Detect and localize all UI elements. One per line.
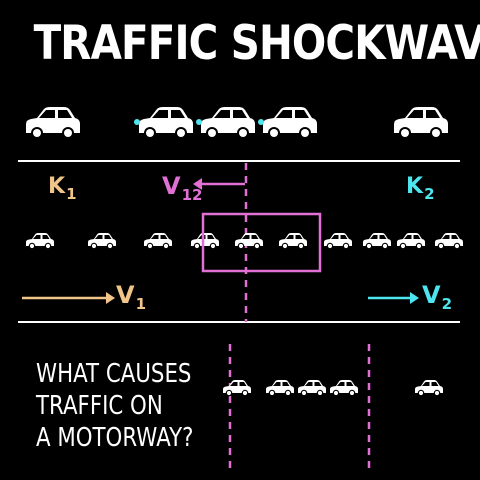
mid-car-9 xyxy=(397,233,425,250)
bottom-car-2 xyxy=(266,380,294,397)
k2-label: K2 xyxy=(406,174,435,203)
mid-car-2 xyxy=(88,233,116,250)
k1-label: K1 xyxy=(48,174,77,203)
mid-car-5 xyxy=(235,233,263,250)
brake-light xyxy=(258,119,264,125)
bottom-car-5 xyxy=(415,380,443,397)
v2-arrow xyxy=(368,292,419,304)
question-text: WHAT CAUSES TRAFFIC ON A MOTORWAY? xyxy=(36,358,193,454)
mid-car-10 xyxy=(435,233,463,250)
v12-arrow xyxy=(193,178,245,190)
top-car-2 xyxy=(139,107,193,139)
v1-arrow xyxy=(22,292,115,304)
top-car-4 xyxy=(263,107,317,139)
question-line-3: A MOTORWAY? xyxy=(36,423,194,453)
mid-car-6 xyxy=(279,233,307,250)
top-car-1 xyxy=(26,107,80,139)
mid-car-8 xyxy=(363,233,391,250)
mid-car-3 xyxy=(144,233,172,250)
shockwave-box xyxy=(201,212,322,273)
v12-label: V12 xyxy=(162,172,203,204)
question-line-1: WHAT CAUSES xyxy=(36,359,192,389)
bottom-car-3 xyxy=(298,380,326,397)
mid-car-1 xyxy=(26,233,54,250)
mid-car-7 xyxy=(324,233,352,250)
top-car-5 xyxy=(394,107,448,139)
brake-light xyxy=(134,119,140,125)
top-car-3 xyxy=(201,107,255,139)
bottom-car-1 xyxy=(223,380,251,397)
v2-label: V2 xyxy=(422,281,453,313)
v1-label: V1 xyxy=(116,281,147,313)
question-line-2: TRAFFIC ON xyxy=(36,391,163,421)
title: TRAFFIC SHOCKWAVES xyxy=(33,16,480,71)
bottom-car-4 xyxy=(330,380,358,397)
brake-light xyxy=(196,119,202,125)
mid-car-4 xyxy=(191,233,219,250)
